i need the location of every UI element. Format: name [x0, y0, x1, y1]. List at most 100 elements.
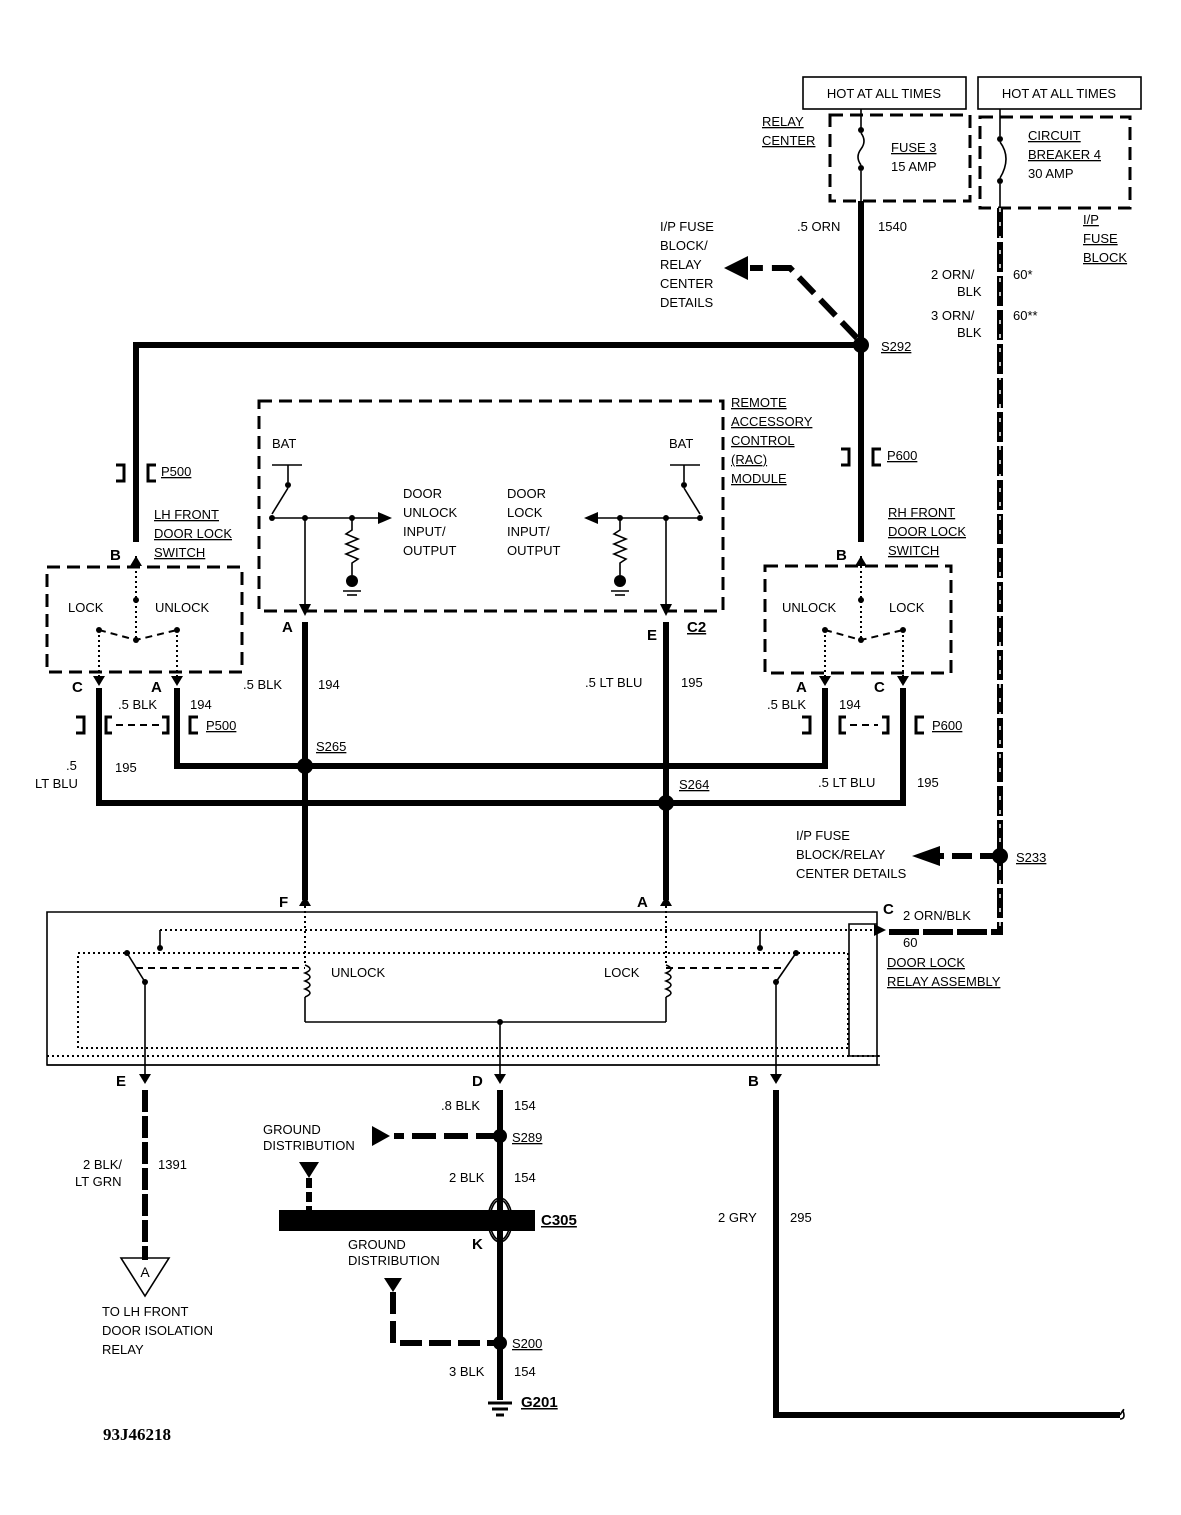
ip-details-mid-1: I/P FUSE — [796, 828, 850, 843]
rac-title-5: MODULE — [731, 471, 787, 486]
svg-text:P500: P500 — [161, 464, 191, 479]
rh-switch-title-1: RH FRONT — [888, 505, 955, 520]
rac-lock-io-3: INPUT/ — [507, 524, 550, 539]
fuse-label: FUSE 3 — [891, 140, 937, 155]
wire-blk-3-size: 3 BLK — [449, 1364, 485, 1379]
splice-s292 — [853, 337, 869, 353]
rac-switch-left-icon — [271, 487, 289, 515]
wire-blk-2-size: 2 BLK — [449, 1170, 485, 1185]
connector-p500-bottom: P500 — [76, 715, 236, 735]
rh-switch-contact-icon — [824, 629, 904, 642]
ip-details-top-5: DETAILS — [660, 295, 714, 310]
ground-dist1-1: GROUND — [263, 1122, 321, 1137]
hot-at-all-times-box-left: HOT AT ALL TIMES — [802, 76, 967, 110]
relay-unlock-coil-icon — [302, 964, 311, 998]
ip-details-top-4: CENTER — [660, 276, 713, 291]
ground-dist1-2: DISTRIBUTION — [263, 1138, 355, 1153]
wire-orn-blk-3: 3 ORN/ — [931, 308, 975, 323]
to-lh-3: RELAY — [102, 1342, 144, 1357]
wire-gry-num: 295 — [790, 1210, 812, 1225]
wire-orn-blk-relay-size: 2 ORN/BLK — [903, 908, 971, 923]
lh-pin-c: C — [72, 679, 83, 696]
ip-details-mid-3: CENTER DETAILS — [796, 866, 907, 881]
diagram-code: 93J46218 — [103, 1425, 171, 1444]
rh-switch-lock: LOCK — [889, 600, 925, 615]
wire-blk-ltgrn-1: 2 BLK/ — [83, 1157, 122, 1172]
splice-s265-label: S265 — [316, 739, 346, 754]
lh-switch-box — [45, 565, 244, 674]
rac-unlock-io-3: INPUT/ — [403, 524, 446, 539]
ground-icon — [346, 575, 358, 587]
splice-s233 — [992, 848, 1008, 864]
wire-blk-mid-size: .5 BLK — [243, 677, 282, 692]
relay-center-fuse-box — [828, 113, 972, 203]
relay-pin-d: D — [472, 1073, 483, 1090]
wire-blk-left-num: 194 — [190, 697, 212, 712]
rac-lock-io-2: LOCK — [507, 505, 543, 520]
relay-unlock-label: UNLOCK — [331, 965, 386, 980]
breaker-label-1: CIRCUIT — [1028, 128, 1081, 143]
rac-resistor-right-icon — [611, 518, 629, 575]
wire-orn-blk-3-num: 60** — [1013, 308, 1038, 323]
relay-center-label-1: RELAY — [762, 114, 804, 129]
relay-assembly-outer — [46, 911, 878, 1066]
rac-pin-e: E — [647, 627, 657, 644]
arrow-ground-dist-icon — [372, 1126, 390, 1146]
wire-ltblu-left-num: 195 — [115, 760, 137, 775]
rh-pin-b: B — [836, 547, 847, 564]
reference-letter: A — [140, 1264, 150, 1280]
fuse-rating: 15 AMP — [891, 159, 937, 174]
wire-ltblu-right-num: 195 — [917, 775, 939, 790]
relay-lock-label: LOCK — [604, 965, 640, 980]
wire-ltblu-left-1: .5 — [66, 758, 77, 773]
lh-pin-a: A — [151, 679, 162, 696]
relay-pin-b: B — [748, 1073, 759, 1090]
wire-blk-left-size: .5 BLK — [118, 697, 157, 712]
wire-orn-blk-relay-num: 60 — [903, 935, 917, 950]
arrow-left-icon — [724, 256, 748, 280]
rac-title-4: (RAC) — [731, 452, 767, 467]
relay-assembly-inner — [77, 952, 849, 1049]
connector-c305-label: C305 — [541, 1212, 577, 1229]
wire-blk-ltgrn-num: 1391 — [158, 1157, 187, 1172]
rac-switch-right-icon — [683, 487, 701, 515]
rh-pin-a: A — [796, 679, 807, 696]
ground-pin-k: K — [472, 1236, 483, 1253]
hot-label-right: HOT AT ALL TIMES — [1002, 86, 1116, 101]
wire-orn-blk-2: 2 ORN/ — [931, 267, 975, 282]
lh-switch-title-1: LH FRONT — [154, 507, 219, 522]
connector-c305-bar — [279, 1210, 535, 1231]
lh-switch-title-3: SWITCH — [154, 545, 205, 560]
wire-ltblu-mid-num: 195 — [681, 675, 703, 690]
wire-gry-size: 2 GRY — [718, 1210, 757, 1225]
lh-pin-b: B — [110, 547, 121, 564]
ip-details-mid-2: BLOCK/RELAY — [796, 847, 886, 862]
svg-text:P600: P600 — [887, 448, 917, 463]
lh-switch-lock: LOCK — [68, 600, 104, 615]
wire-orn-num: 1540 — [878, 219, 907, 234]
wire-ground-dist-2 — [390, 1292, 500, 1346]
wire-blk-2-num: 154 — [514, 1170, 536, 1185]
rac-title-1: REMOTE — [731, 395, 787, 410]
ground-right-icon — [614, 575, 626, 587]
wire-blk-mid-num: 194 — [318, 677, 340, 692]
wire-blk-right-num: 194 — [839, 697, 861, 712]
rac-resistor-left-icon — [343, 518, 361, 575]
circuit-breaker-icon — [999, 141, 1007, 179]
wire-blk-right-size: .5 BLK — [767, 697, 806, 712]
lh-switch-contact-icon — [98, 629, 178, 642]
rh-switch-box — [763, 564, 953, 675]
rac-lock-io-1: DOOR — [507, 486, 546, 501]
relay-pin-f: F — [279, 894, 288, 911]
arrow-left-small-icon — [584, 512, 598, 524]
rac-title-2: ACCESSORY — [731, 414, 813, 429]
wire-orn-size: .5 ORN — [797, 219, 840, 234]
bat-left-label: BAT — [272, 436, 296, 451]
wire-ltblu-right-size: .5 LT BLU — [818, 775, 875, 790]
lh-switch-unlock: UNLOCK — [155, 600, 210, 615]
wire-orn-blk-2b: BLK — [957, 284, 982, 299]
splice-s200-label: S200 — [512, 1336, 542, 1351]
connector-p600-top: P600 — [841, 447, 917, 467]
relay-pin-a: A — [637, 894, 648, 911]
